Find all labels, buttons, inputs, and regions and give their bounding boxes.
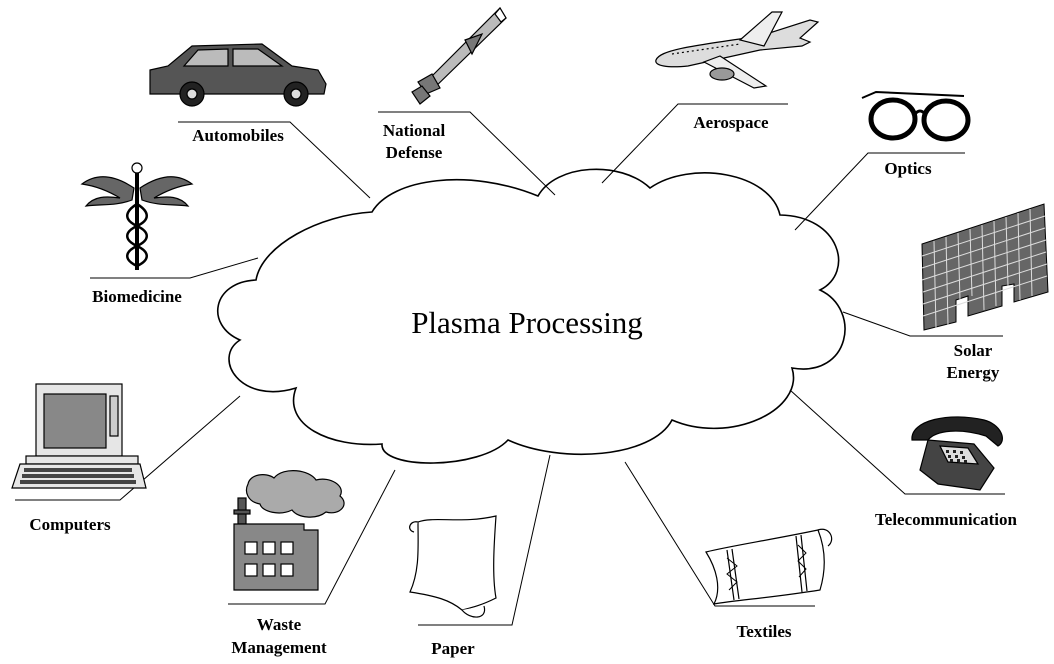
- plasma-cloud: Plasma Processing: [216, 168, 846, 464]
- label-automobiles: Automobiles: [192, 126, 284, 145]
- label-aerospace: Aerospace: [693, 113, 769, 132]
- paper-scroll-icon: [409, 515, 497, 618]
- solar-panel-icon: [921, 203, 1049, 331]
- computer-icon: [11, 383, 147, 489]
- airplane-icon: [655, 11, 820, 89]
- connector-biomedicine: [90, 257, 259, 279]
- connector-computers: [15, 395, 241, 501]
- caduceus-icon: [80, 162, 194, 270]
- eyeglasses-icon: [861, 90, 971, 142]
- center-label: Plasma Processing: [411, 305, 643, 340]
- connector-aerospace: [601, 103, 788, 184]
- connector-textiles: [624, 461, 815, 607]
- connector-paper: [418, 454, 551, 626]
- connector-lines: [15, 103, 1005, 626]
- label-computers: Computers: [29, 515, 111, 534]
- connector-telecommunication: [789, 389, 1005, 495]
- factory-icon: [233, 470, 345, 591]
- car-icon: [149, 43, 327, 107]
- label-telecommunication: Telecommunication: [875, 510, 1018, 529]
- label-optics: Optics: [884, 159, 932, 178]
- label-biomedicine: Biomedicine: [92, 287, 182, 306]
- fabric-roll-icon: [705, 528, 833, 605]
- connector-waste-management: [228, 469, 396, 605]
- connector-optics: [794, 152, 965, 231]
- telephone-icon: [911, 416, 1003, 491]
- missile-icon: [411, 6, 507, 105]
- label-textiles: Textiles: [736, 622, 791, 641]
- connector-automobiles: [178, 121, 371, 199]
- connector-national-defense: [378, 111, 556, 196]
- connector-solar-energy: [842, 311, 1003, 337]
- label-paper: Paper: [431, 639, 475, 658]
